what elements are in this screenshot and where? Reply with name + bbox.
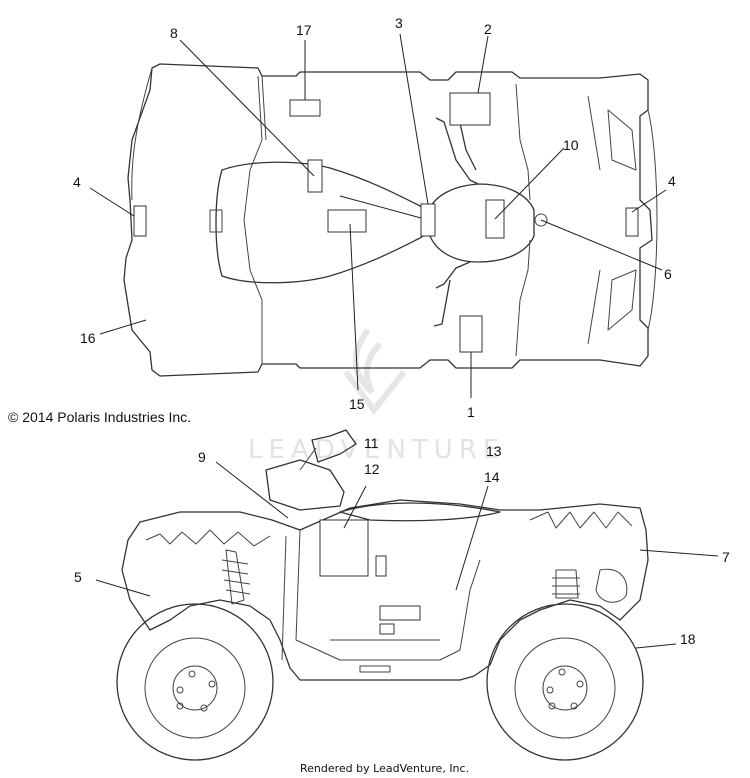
- decal-17: [289, 99, 321, 117]
- footer-text: Rendered by LeadVenture, Inc.: [300, 762, 469, 775]
- side-leaders: [95, 461, 719, 649]
- callout-11: 11: [364, 435, 379, 451]
- callouts: 17 8 3 2 10 4 4 6 16 15 1 11 13 9 12 14 …: [73, 15, 730, 647]
- watermark: LEADVENTURE: [248, 328, 505, 465]
- top-leaders: [89, 33, 667, 398]
- front-shock: [555, 569, 579, 599]
- callout-8: 8: [170, 25, 178, 41]
- decal-15: [327, 209, 367, 233]
- callout-1: 1: [467, 404, 475, 420]
- decal-4-rear: [133, 205, 147, 237]
- decal-1: [459, 315, 483, 353]
- decal-2: [449, 92, 491, 126]
- copyright-text: © 2014 Polaris Industries Inc.: [8, 409, 191, 425]
- callout-15: 15: [349, 396, 365, 412]
- decal-13: [379, 605, 421, 621]
- callout-7: 7: [722, 549, 730, 565]
- callout-14: 14: [484, 469, 500, 485]
- decal-11: [379, 623, 395, 635]
- decal-8: [307, 159, 323, 193]
- callout-5: 5: [74, 569, 82, 585]
- decal-12: [319, 519, 369, 577]
- watermark-logo: [343, 328, 407, 415]
- callout-12: 12: [364, 461, 380, 477]
- callout-2: 2: [484, 21, 492, 37]
- rear-wheel: [116, 603, 274, 761]
- decal-14: [375, 555, 387, 577]
- front-wheel: [486, 603, 644, 761]
- callout-3: 3: [395, 15, 403, 31]
- callout-17: 17: [296, 22, 312, 38]
- callout-16: 16: [80, 330, 96, 346]
- callout-4-front: 4: [668, 173, 676, 189]
- callout-13: 13: [486, 443, 502, 459]
- decal-3: [420, 203, 436, 237]
- callout-4-rear: 4: [73, 174, 81, 190]
- watermark-text: LEADVENTURE: [248, 435, 505, 465]
- callout-6: 6: [664, 266, 672, 282]
- decal-4-front: [625, 207, 639, 237]
- rear-shock: [225, 549, 245, 605]
- atv-side-view: [116, 429, 649, 761]
- callout-18: 18: [680, 631, 696, 647]
- callout-10: 10: [563, 137, 579, 153]
- callout-9: 9: [198, 449, 206, 465]
- atv-top-view: [123, 63, 658, 377]
